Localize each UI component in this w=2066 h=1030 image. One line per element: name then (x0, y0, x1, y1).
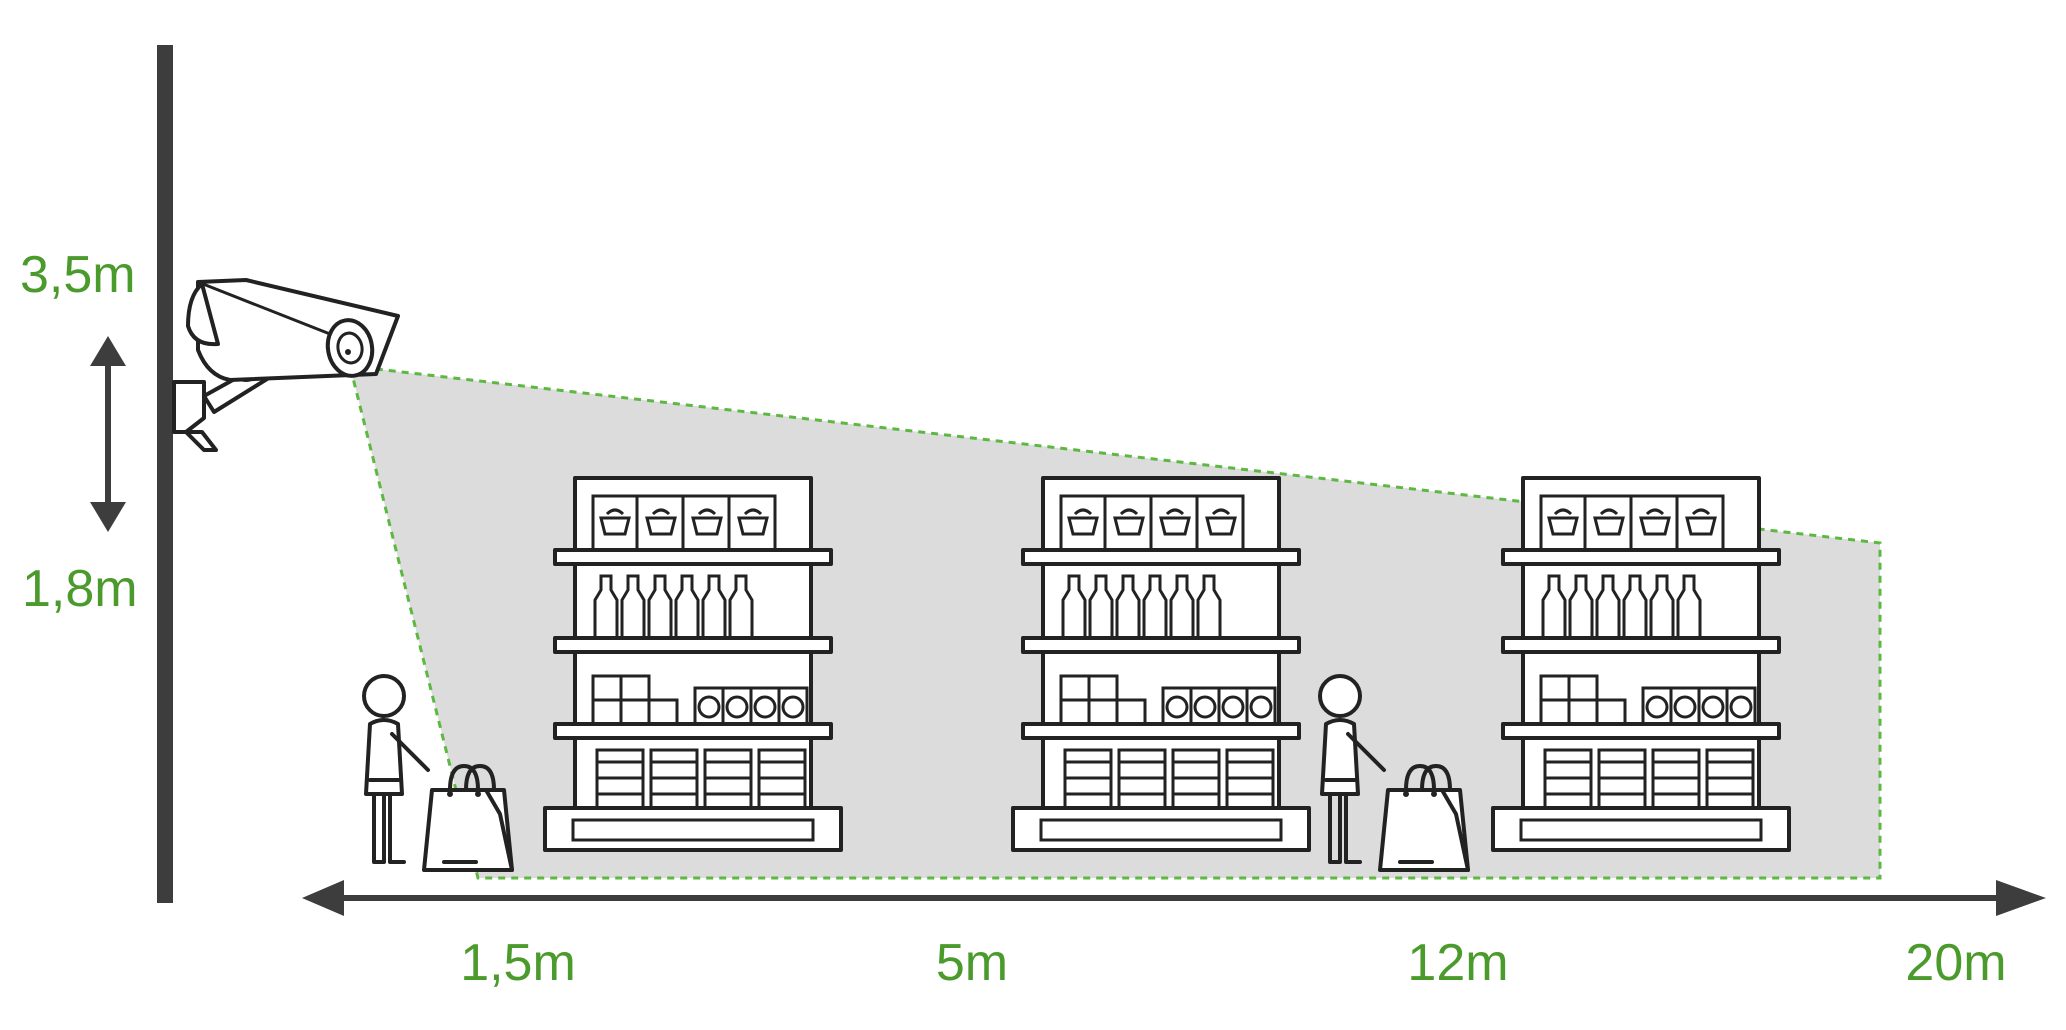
store-shelf-icon (543, 476, 843, 852)
height-label-bottom: 1,8m (22, 560, 138, 618)
store-shelf-icon (1011, 476, 1311, 852)
security-camera-icon (172, 278, 400, 452)
distance-axis-arrow (302, 880, 2046, 916)
distance-label: 12m (1407, 934, 1508, 992)
wall (157, 45, 173, 903)
distance-label: 20m (1905, 934, 2006, 992)
store-shelf-icon (1491, 476, 1791, 852)
shopper-icon (362, 674, 430, 864)
distance-label: 5m (936, 934, 1008, 992)
height-range-arrow (90, 336, 126, 532)
height-label-top: 3,5m (20, 246, 136, 304)
distance-label: 1,5m (460, 934, 576, 992)
